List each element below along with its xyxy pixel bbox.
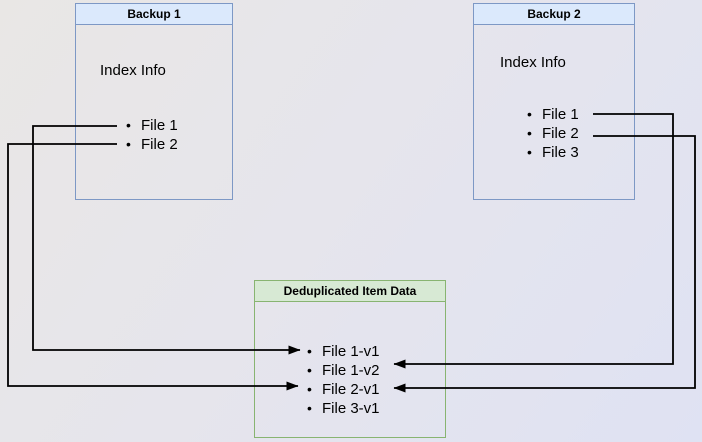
backup2-file-list: • File 1 • File 2 • File 3: [527, 105, 579, 162]
file-label: File 1: [542, 106, 579, 123]
file-version-label: File 3-v1: [322, 400, 380, 417]
backup1-index-info-label: Index Info: [100, 62, 166, 79]
list-item: • File 1-v1: [307, 342, 380, 361]
bullet-icon: •: [527, 125, 532, 141]
file-version-label: File 1-v1: [322, 343, 380, 360]
file-version-label: File 2-v1: [322, 381, 380, 398]
file-label: File 2: [141, 136, 178, 153]
bullet-icon: •: [126, 117, 131, 133]
dedup-box: Deduplicated Item Data • File 1-v1 • File …: [254, 280, 446, 438]
dedup-file-list: • File 1-v1 • File 1-v2 • File 2-v1 • File 3…: [307, 342, 380, 418]
list-item: • File 1: [126, 116, 178, 135]
backup1-file-list: • File 1 • File 2: [126, 116, 178, 154]
list-item: • File 3: [527, 143, 579, 162]
file-label: File 3: [542, 144, 579, 161]
bullet-icon: •: [527, 144, 532, 160]
list-item: • File 2-v1: [307, 380, 380, 399]
file-label: File 2: [542, 125, 579, 142]
file-version-label: File 1-v2: [322, 362, 380, 379]
bullet-icon: •: [126, 136, 131, 152]
backup1-box: Backup 1 Index Info • File 1 • File 2: [75, 3, 233, 200]
bullet-icon: •: [307, 381, 312, 397]
backup2-box: Backup 2 Index Info • File 1 • File 2 • Fil…: [473, 3, 635, 200]
bullet-icon: •: [527, 106, 532, 122]
backup1-header: Backup 1: [76, 4, 232, 25]
dedup-header: Deduplicated Item Data: [255, 281, 445, 302]
backup2-header: Backup 2: [474, 4, 634, 25]
list-item: • File 1-v2: [307, 361, 380, 380]
list-item: • File 2: [126, 135, 178, 154]
list-item: • File 2: [527, 124, 579, 143]
bullet-icon: •: [307, 400, 312, 416]
backup2-index-info-label: Index Info: [500, 54, 566, 71]
list-item: • File 3-v1: [307, 399, 380, 418]
bullet-icon: •: [307, 362, 312, 378]
bullet-icon: •: [307, 343, 312, 359]
file-label: File 1: [141, 117, 178, 134]
list-item: • File 1: [527, 105, 579, 124]
